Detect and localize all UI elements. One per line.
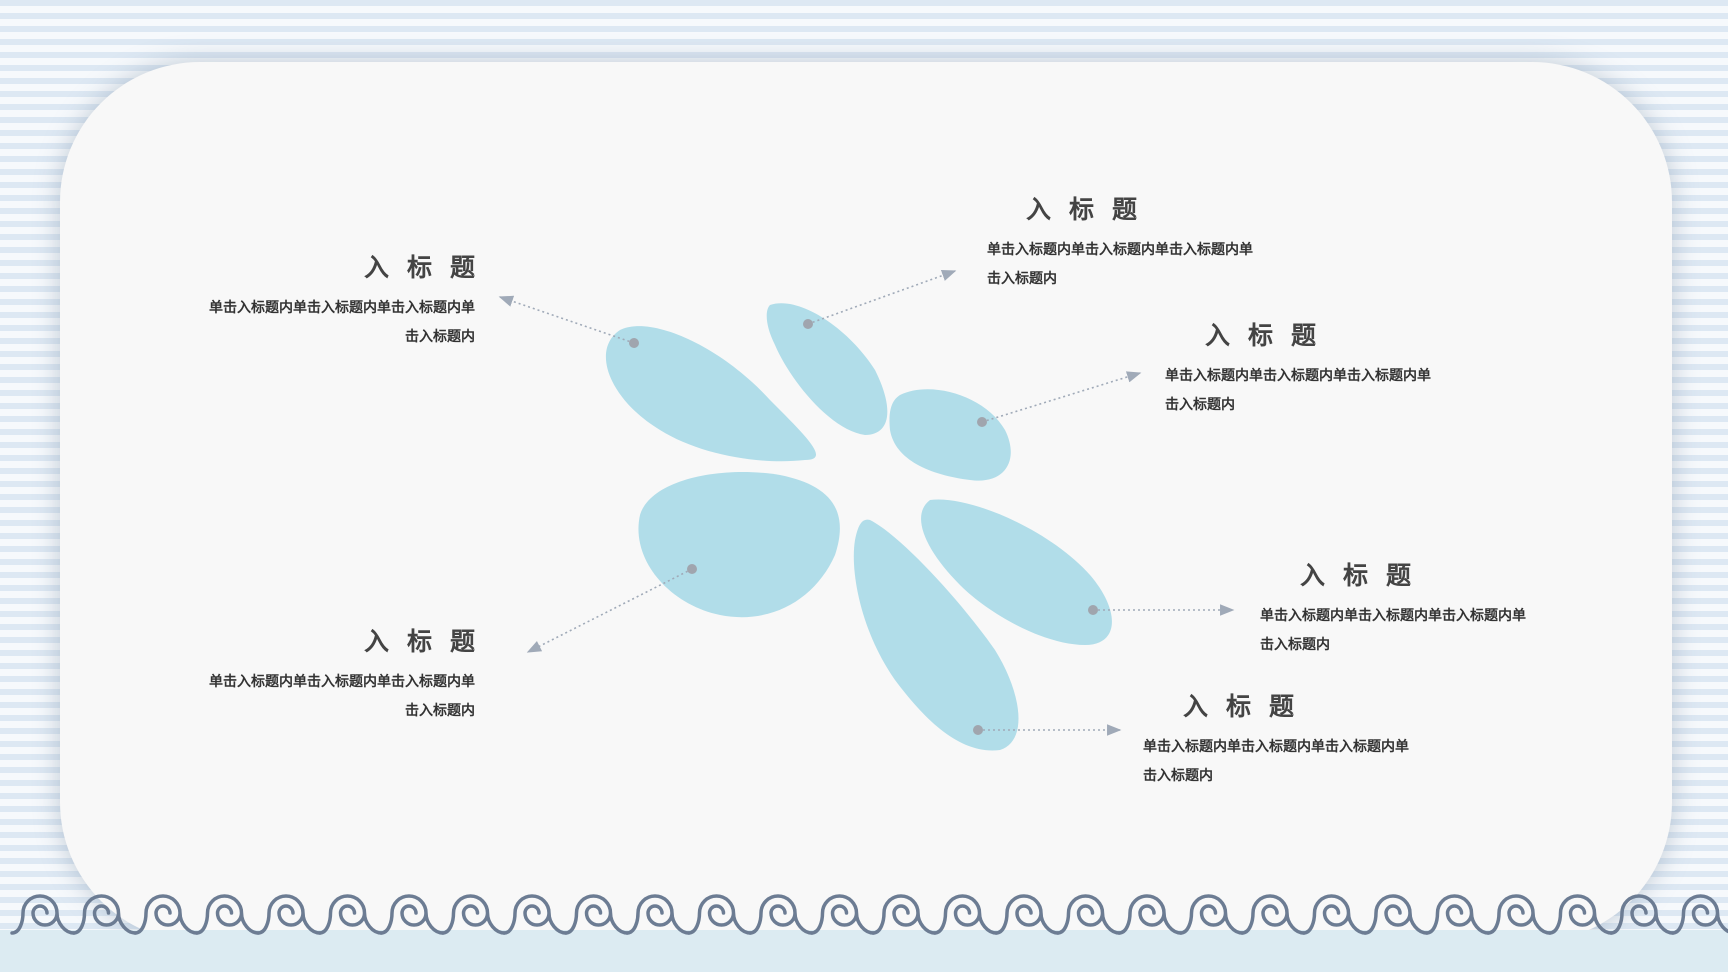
petal-bottom <box>853 519 1019 751</box>
label-body-5-line-2: 击入标题内 <box>1260 637 1330 653</box>
wave-curl <box>1055 894 1122 935</box>
wave-curl <box>871 894 937 935</box>
wave-curl <box>1301 894 1368 935</box>
wave-curl <box>71 894 138 935</box>
label-body-2-line-2: 击入标题内 <box>987 271 1057 287</box>
label-title-3: 入标题 <box>1205 321 1335 350</box>
label-body-2-line-1: 单击入标题内单击入标题内单击入标题内单 <box>987 242 1253 258</box>
wave-curl <box>1424 894 1491 935</box>
label-block-4: 入标题 单击入标题内单击入标题内单击入标题内单 击入标题内 <box>150 622 475 726</box>
wave-curl <box>994 894 1060 935</box>
label-body-3-line-2: 击入标题内 <box>1165 397 1235 413</box>
wave-curl <box>194 894 261 935</box>
label-body-1-line-1: 单击入标题内单击入标题内单击入标题内单 <box>209 300 475 316</box>
label-body-4: 单击入标题内单击入标题内单击入标题内单 击入标题内 <box>150 668 475 726</box>
wave-curl <box>379 894 445 935</box>
label-title-5: 入标题 <box>1300 561 1430 590</box>
petal-group <box>605 303 1112 751</box>
wave-curl <box>932 894 999 935</box>
wave-curl <box>1240 894 1306 935</box>
connector-2 <box>807 269 957 325</box>
connector-4 <box>526 568 693 653</box>
content-card <box>60 62 1672 942</box>
wave-curl <box>256 894 322 935</box>
label-title-6: 入标题 <box>1183 692 1313 721</box>
wave-curl <box>1178 894 1245 935</box>
label-block-2: 入标题 单击入标题内单击入标题内单击入标题内单 击入标题内 <box>987 190 1353 294</box>
label-body-4-line-2: 击入标题内 <box>405 703 475 719</box>
dot-5 <box>1088 605 1098 615</box>
dot-4 <box>687 564 697 574</box>
label-body-3-line-1: 单击入标题内单击入标题内单击入标题内单 <box>1165 368 1431 384</box>
petal-lower-right <box>921 499 1112 645</box>
wave-curl <box>133 894 199 935</box>
wave-curl <box>10 894 76 935</box>
wave-curl <box>317 894 384 935</box>
connector-group <box>498 269 1235 736</box>
petal-top <box>766 303 888 435</box>
label-title-2: 入标题 <box>1026 195 1156 224</box>
dot-group <box>629 319 1098 735</box>
wave-curl <box>748 894 814 935</box>
wave-curl <box>686 894 753 935</box>
dot-1 <box>629 338 639 348</box>
wave-curl <box>809 894 876 935</box>
label-body-6: 单击入标题内单击入标题内单击入标题内单 击入标题内 <box>1143 733 1513 791</box>
connector-3 <box>981 371 1142 423</box>
wave-curl <box>440 894 507 935</box>
label-title-1: 入标题 <box>363 253 493 282</box>
wave-border <box>10 894 1728 935</box>
label-block-6: 入标题 单击入标题内单击入标题内单击入标题内单 击入标题内 <box>1143 687 1513 791</box>
label-body-6-line-2: 击入标题内 <box>1143 768 1213 784</box>
petal-upper-left <box>605 326 817 462</box>
label-body-3: 单击入标题内单击入标题内单击入标题内单 击入标题内 <box>1165 362 1535 420</box>
wave-curl <box>1609 894 1675 935</box>
wave-curl <box>563 894 630 935</box>
wave-band <box>0 930 1728 972</box>
petal-right <box>889 389 1011 481</box>
wave-curl <box>1547 894 1614 935</box>
wave-row <box>10 894 1728 935</box>
dot-2 <box>803 319 813 329</box>
label-body-5-line-1: 单击入标题内单击入标题内单击入标题内单 <box>1260 608 1526 624</box>
label-title-4: 入标题 <box>363 627 493 656</box>
label-block-1: 入标题 单击入标题内单击入标题内单击入标题内单 击入标题内 <box>150 248 475 352</box>
label-body-5: 单击入标题内单击入标题内单击入标题内单 击入标题内 <box>1260 602 1630 660</box>
wave-curl <box>625 894 691 935</box>
petal-lower-left <box>638 471 840 618</box>
label-body-4-line-1: 单击入标题内单击入标题内单击入标题内单 <box>209 674 475 690</box>
label-body-2: 单击入标题内单击入标题内单击入标题内单 击入标题内 <box>987 236 1353 294</box>
label-block-5: 入标题 单击入标题内单击入标题内单击入标题内单 击入标题内 <box>1260 556 1630 660</box>
dot-3 <box>977 417 987 427</box>
label-body-1: 单击入标题内单击入标题内单击入标题内单 击入标题内 <box>150 294 475 352</box>
label-body-1-line-2: 击入标题内 <box>405 329 475 345</box>
wave-curl <box>1117 894 1183 935</box>
wave-curl <box>502 894 568 935</box>
wave-curl <box>1486 894 1552 935</box>
label-body-6-line-1: 单击入标题内单击入标题内单击入标题内单 <box>1143 739 1409 755</box>
wave-curl <box>1670 894 1728 935</box>
dot-6 <box>973 725 983 735</box>
wave-curl <box>1363 894 1429 935</box>
connector-1 <box>498 295 635 344</box>
label-block-3: 入标题 单击入标题内单击入标题内单击入标题内单 击入标题内 <box>1165 316 1535 420</box>
